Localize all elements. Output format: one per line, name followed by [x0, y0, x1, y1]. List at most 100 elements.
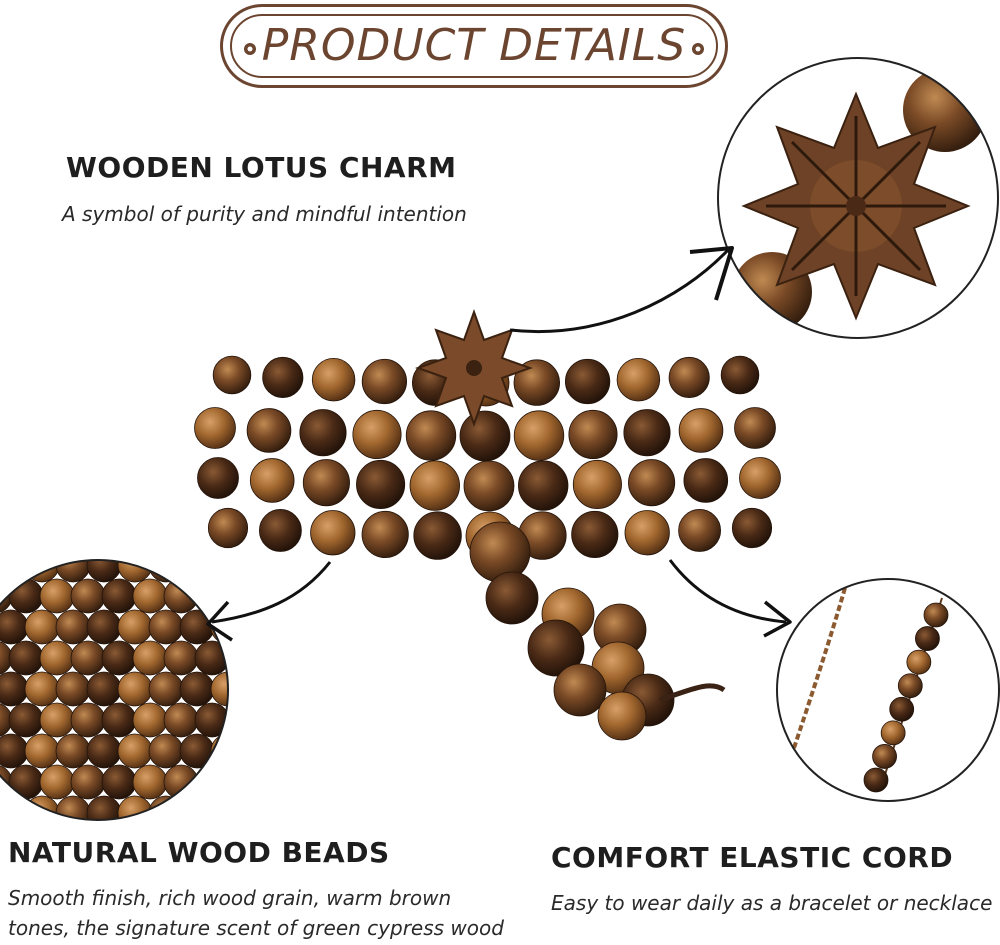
bead: [623, 409, 671, 457]
bead: [70, 702, 106, 738]
bead: [8, 578, 44, 614]
bead: [86, 795, 122, 820]
bead: [225, 702, 228, 738]
wood-beads-description-line1: Smooth finish, rich wood grain, warm bro…: [8, 886, 452, 910]
bead: [731, 507, 773, 549]
bead: [225, 640, 228, 676]
bead: [39, 640, 75, 676]
bead: [163, 702, 199, 738]
bead: [70, 578, 106, 614]
bead: [739, 457, 781, 499]
bead: [8, 702, 44, 738]
cord-knot: [659, 683, 726, 703]
bead: [39, 764, 75, 800]
bead: [246, 408, 292, 453]
arrow-head-icon: [206, 600, 233, 642]
bead: [39, 702, 75, 738]
bead: [310, 510, 356, 556]
wood-beads-description-line2: tones, the signature scent of green cypr…: [8, 916, 504, 940]
bead: [179, 795, 215, 820]
bead: [628, 459, 676, 507]
bead: [906, 649, 932, 675]
bead: [117, 795, 153, 820]
arrow-to-beads-icon: [211, 561, 332, 624]
bead: [163, 764, 199, 800]
bead: [179, 671, 215, 707]
cord-closeup-circle: [776, 578, 1000, 802]
bead: [210, 560, 228, 583]
bead: [678, 509, 722, 552]
bead: [409, 460, 460, 511]
bead: [720, 355, 760, 395]
bead: [24, 609, 60, 645]
bead: [8, 764, 44, 800]
bead: [361, 510, 409, 559]
bead: [148, 609, 184, 645]
beads-closeup-circle: [0, 559, 229, 821]
bead: [897, 673, 923, 699]
bead: [101, 702, 137, 738]
bead: [880, 720, 906, 746]
bead: [70, 640, 106, 676]
bead: [148, 560, 184, 583]
bead: [249, 458, 295, 503]
tassel-bead: [597, 691, 647, 741]
bead: [39, 578, 75, 614]
bead: [210, 795, 228, 820]
tassel-bead: [485, 571, 539, 625]
bead: [356, 459, 406, 510]
bead: [148, 733, 184, 769]
bead: [889, 696, 915, 722]
bead: [225, 578, 228, 614]
arrow-head-icon: [763, 600, 792, 638]
wood-beads-heading: NATURAL WOOD BEADS: [8, 836, 390, 869]
lotus-center: [466, 360, 482, 376]
tassel-bead: [527, 619, 585, 677]
bead: [513, 410, 565, 461]
lotus-charm-heading: WOODEN LOTUS CHARM: [66, 151, 457, 184]
bead: [302, 459, 350, 507]
bead: [0, 560, 29, 583]
page-title: PRODUCT DETAILS: [261, 20, 687, 71]
arrow-to-cord-icon: [668, 559, 787, 624]
bead: [734, 407, 776, 449]
bead: [101, 578, 137, 614]
bead: [86, 609, 122, 645]
bead: [55, 671, 91, 707]
elastic-cord-heading: COMFORT ELASTIC CORD: [551, 841, 954, 874]
bead: [210, 671, 228, 707]
bead: [683, 458, 729, 503]
bead: [132, 640, 168, 676]
header-badge: PRODUCT DETAILS: [220, 4, 728, 88]
bead: [117, 733, 153, 769]
bead: [163, 578, 199, 614]
bead: [24, 560, 60, 583]
bead: [299, 409, 347, 457]
bead: [179, 733, 215, 769]
bead: [86, 560, 122, 583]
bracelet-image: [194, 309, 781, 741]
bead: [518, 460, 569, 511]
bead: [616, 358, 661, 402]
bead: [24, 733, 60, 769]
tassel-bead: [553, 663, 607, 717]
bead: [352, 409, 402, 460]
bead: [459, 410, 511, 462]
bead: [117, 609, 153, 645]
bead: [405, 410, 457, 461]
bead: [101, 640, 137, 676]
bead: [678, 408, 724, 453]
ornament-dot-icon: [692, 43, 704, 55]
bead: [86, 671, 122, 707]
bead: [463, 460, 515, 512]
bead: [568, 409, 618, 460]
bead: [863, 767, 889, 793]
arrow-to-lotus-icon: [509, 248, 730, 333]
bead: [413, 511, 462, 560]
bead: [207, 507, 249, 549]
bead: [258, 509, 302, 552]
bead: [148, 671, 184, 707]
bead: [24, 671, 60, 707]
lotus-charm-description: A symbol of purity and mindful intention: [62, 202, 467, 226]
